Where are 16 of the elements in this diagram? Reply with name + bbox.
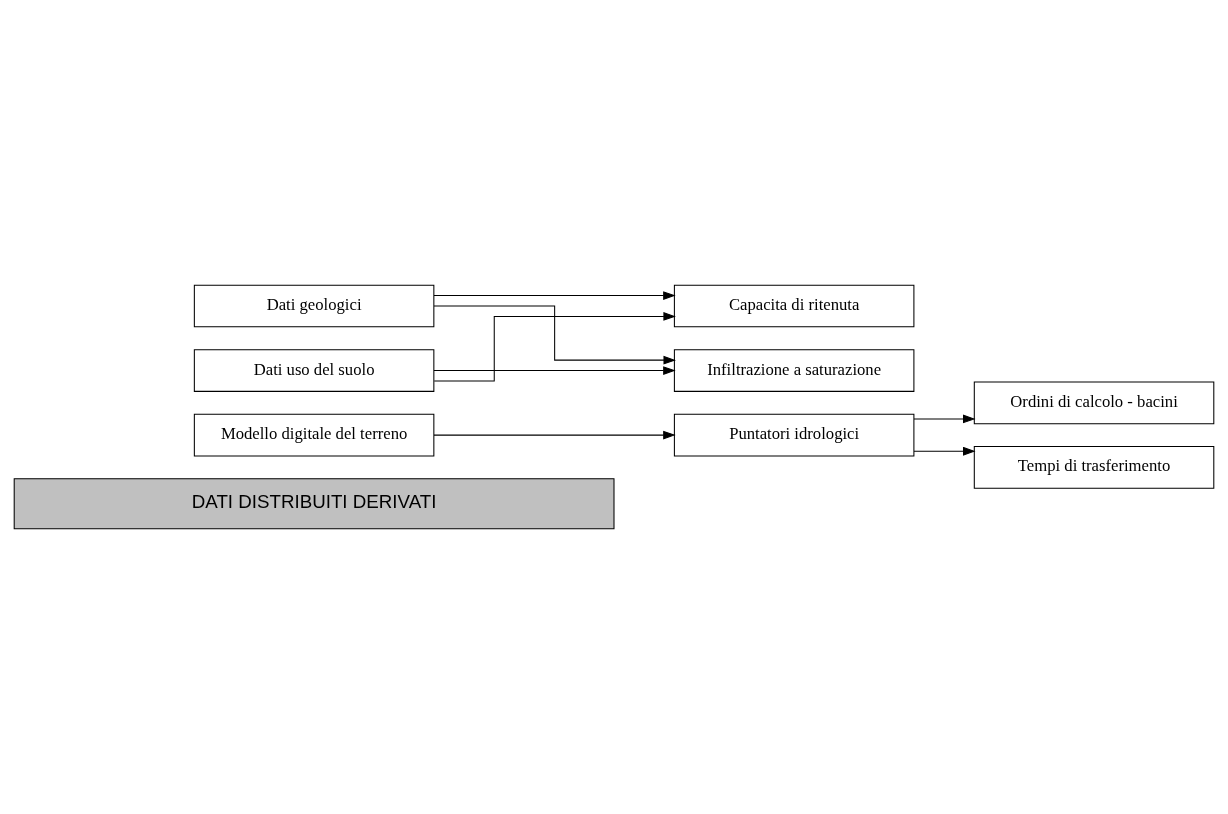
node-box: Tempi di trasferimento (973, 446, 1215, 489)
arrow (433, 312, 676, 382)
node-box: Capacita di ritenuta (673, 284, 915, 328)
node-box: Dati uso del suolo (193, 349, 435, 392)
node-box: Puntatori idrologici (673, 413, 915, 457)
arrow (913, 446, 976, 456)
arrow (433, 305, 676, 365)
arrow (433, 291, 676, 300)
arrow (913, 414, 976, 424)
arrow (433, 430, 676, 440)
node-box: Dati geologici (193, 284, 435, 328)
node-box: DATI DISTRIBUITI DERIVATI (13, 478, 615, 530)
arrow (433, 366, 676, 375)
node-box: Ordini di calcolo - bacini (973, 381, 1215, 425)
node-box: Infiltrazione a saturazione (673, 349, 915, 392)
node-box: Modello digitale del terreno (193, 413, 435, 457)
